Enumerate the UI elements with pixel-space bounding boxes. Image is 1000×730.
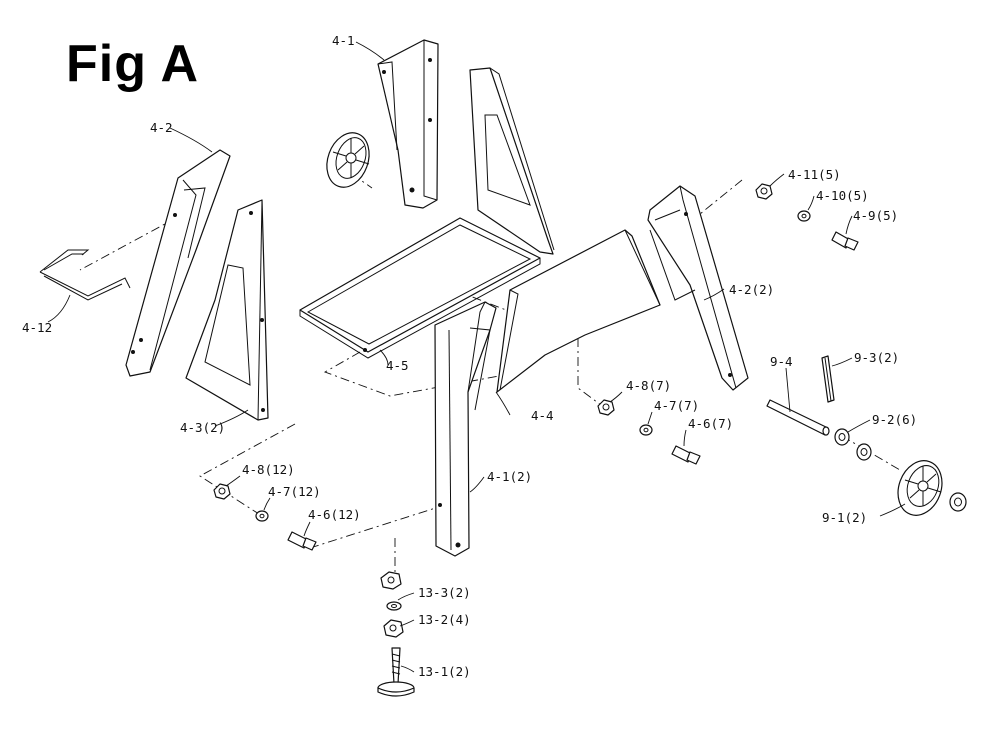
nut-4-8-twelve bbox=[213, 483, 231, 500]
callout-4-3-2: 4-3(2) bbox=[180, 420, 225, 435]
callout-9-2-6: 9-2(6) bbox=[872, 412, 917, 427]
callout-4-12: 4-12 bbox=[22, 320, 52, 335]
washer-13-3 bbox=[386, 601, 402, 611]
bolt-4-6-twelve bbox=[287, 531, 317, 551]
callout-4-1-2: 4-1(2) bbox=[487, 469, 532, 484]
callout-13-1-2: 13-1(2) bbox=[418, 664, 471, 679]
callout-4-9-5: 4-9(5) bbox=[853, 208, 898, 223]
leader-lines bbox=[47, 41, 906, 673]
bolt-4-9 bbox=[831, 231, 859, 251]
cotter-pin-9-3 bbox=[821, 355, 835, 403]
washers-9-2 bbox=[834, 428, 967, 512]
callout-13-2-4: 13-2(4) bbox=[418, 612, 471, 627]
bolt-4-6-seven bbox=[671, 445, 701, 465]
washer-4-7-seven bbox=[639, 424, 653, 436]
callout-13-3-2: 13-3(2) bbox=[418, 585, 471, 600]
nut-4-11 bbox=[755, 183, 773, 200]
callout-4-8-7: 4-8(7) bbox=[626, 378, 671, 393]
callout-4-4: 4-4 bbox=[531, 408, 554, 423]
hardware-group-4-6-4-8-twelve bbox=[213, 483, 317, 551]
axle-9-4 bbox=[766, 399, 830, 436]
callout-9-3-2: 9-3(2) bbox=[854, 350, 899, 365]
nut-13-2 bbox=[383, 619, 404, 638]
callout-4-1: 4-1 bbox=[332, 33, 355, 48]
nut-4-8-seven bbox=[597, 399, 615, 416]
leg-4-1-front bbox=[434, 301, 497, 557]
figure-title: Fig A bbox=[66, 35, 200, 93]
hardware-group-4-9-4-11 bbox=[755, 183, 859, 251]
handle-4-12 bbox=[39, 249, 131, 301]
washer-4-7-twelve bbox=[255, 510, 269, 522]
front-panel-4-4 bbox=[496, 229, 661, 393]
side-panel-top-rear bbox=[469, 67, 555, 255]
hardware-group-4-6-4-8-seven bbox=[597, 399, 701, 465]
callout-4-2: 4-2 bbox=[150, 120, 173, 135]
leg-4-2-right bbox=[647, 185, 749, 391]
washer-4-10 bbox=[797, 210, 811, 222]
callout-4-7-7: 4-7(7) bbox=[654, 398, 699, 413]
callout-4-11-5: 4-11(5) bbox=[788, 167, 841, 182]
leveling-foot-13 bbox=[377, 571, 415, 697]
wheel-9-1 bbox=[897, 460, 943, 516]
callout-4-6-7: 4-6(7) bbox=[688, 416, 733, 431]
nut-13-3 bbox=[380, 571, 402, 590]
callout-9-4: 9-4 bbox=[770, 354, 793, 369]
callout-4-8-12: 4-8(12) bbox=[242, 462, 295, 477]
callout-4-10-5: 4-10(5) bbox=[816, 188, 869, 203]
tray-4-5 bbox=[299, 217, 541, 359]
wheel-upper bbox=[326, 132, 370, 188]
leg-4-1-top bbox=[377, 39, 439, 209]
callout-4-6-12: 4-6(12) bbox=[308, 507, 361, 522]
callout-4-2-2: 4-2(2) bbox=[729, 282, 774, 297]
leg-4-2-left bbox=[125, 149, 231, 377]
callout-4-7-12: 4-7(12) bbox=[268, 484, 321, 499]
foot-bolt-13-1 bbox=[377, 647, 415, 697]
callout-labels: 4-1 4-2 4-12 4-3(2) 4-5 4-4 4-1(2) 4-2(2… bbox=[22, 33, 917, 679]
side-panel-4-3 bbox=[185, 199, 269, 421]
callout-4-5: 4-5 bbox=[386, 358, 409, 373]
callout-9-1-2: 9-1(2) bbox=[822, 510, 867, 525]
